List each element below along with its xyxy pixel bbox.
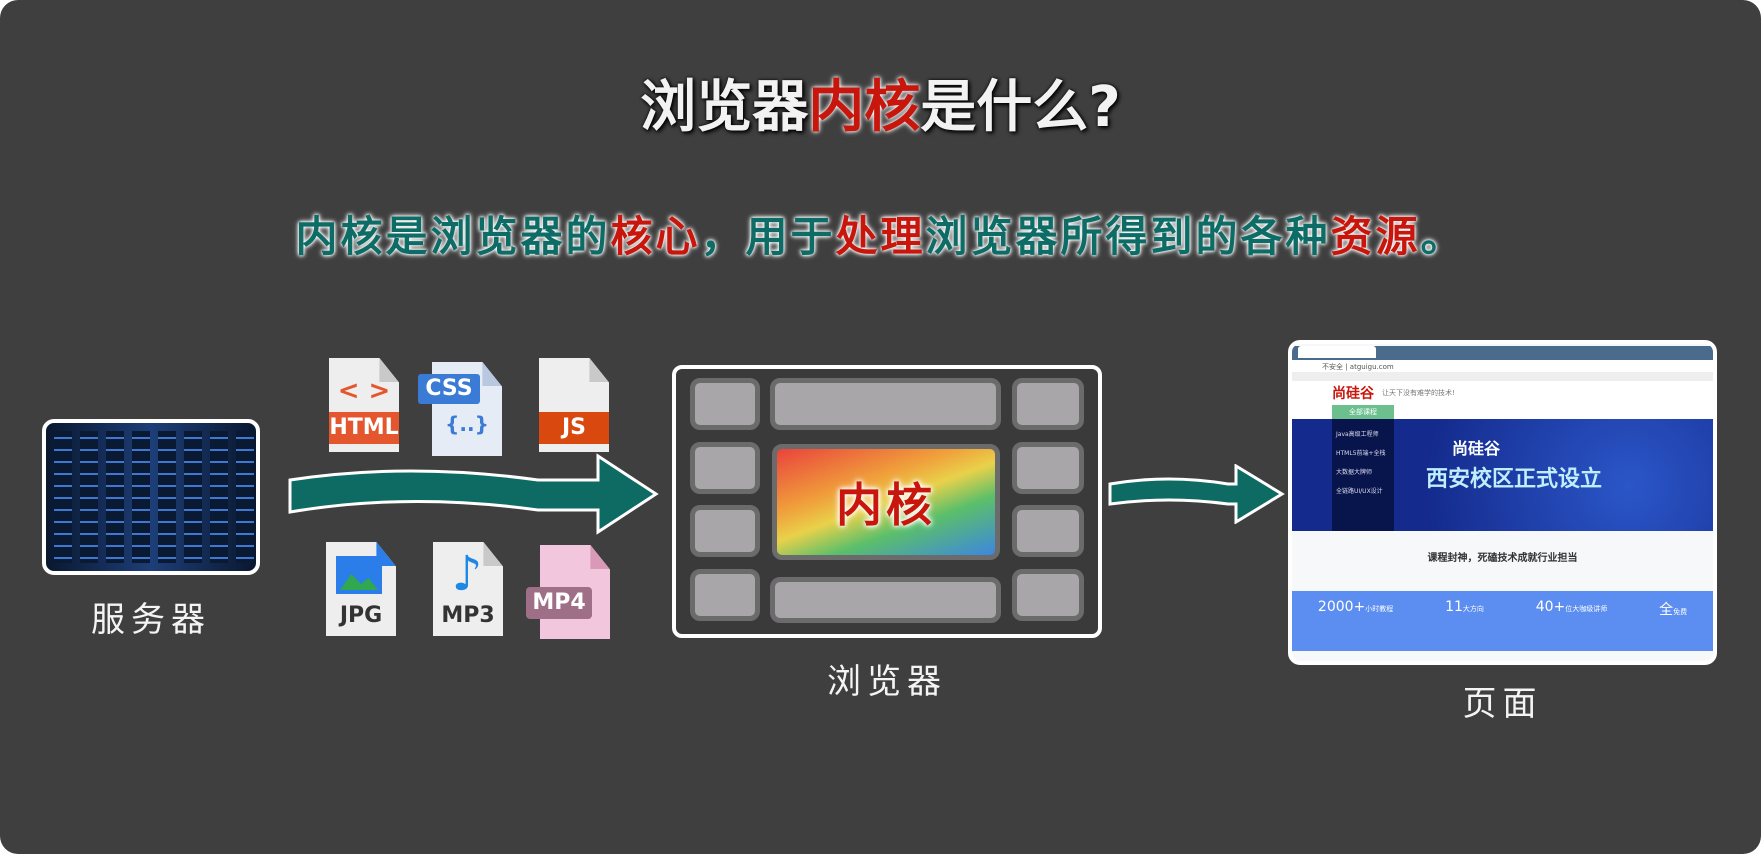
css-file-icon: {..} CSS	[418, 362, 502, 456]
mp4-tag: MP4	[526, 587, 592, 619]
css-glyph: {..}	[445, 412, 489, 436]
page-label: 页面	[1462, 684, 1543, 724]
subtitle-part: 浏览器所得到的各种	[925, 212, 1331, 261]
menu-item: HTML5前端+全栈	[1336, 450, 1386, 457]
subtitle-highlight: 核心	[610, 212, 701, 261]
webpage-screenshot: 不安全 | atguigu.com 尚硅谷 让天下没有难学的技术! 全部课程 J…	[1288, 340, 1717, 665]
mp4-file-icon: MP4	[526, 545, 610, 639]
site-slogan: 让天下没有难学的技术!	[1382, 389, 1455, 397]
js-file-icon: JS	[539, 358, 609, 452]
subtitle-highlight: 处理	[835, 212, 926, 261]
address-bar: 不安全 | atguigu.com	[1292, 360, 1713, 372]
html-file-icon: < > HTML	[329, 358, 399, 452]
mp3-tag: MP3	[441, 603, 495, 628]
stat: 全免费	[1659, 602, 1688, 618]
site-logo: 尚硅谷	[1332, 386, 1374, 402]
menu-item: 全链路UI/UX设计	[1336, 488, 1383, 495]
stat: 40+位大咖级讲师	[1535, 599, 1608, 615]
subtitle-part: 内核是浏览器的	[295, 212, 611, 261]
html-tag: HTML	[329, 412, 399, 444]
browser-diagram: 内核	[672, 365, 1102, 638]
all-courses-tab: 全部课程	[1332, 405, 1394, 419]
page-title: 浏览器内核是什么?	[0, 62, 1761, 143]
menu-item: Java高级工程师	[1336, 431, 1379, 438]
server-label: 服务器	[91, 600, 211, 640]
browser-label: 浏览器	[827, 662, 947, 702]
server-image	[42, 419, 260, 575]
jpg-tag: JPG	[339, 603, 383, 628]
subtitle: 内核是浏览器的核心，用于处理浏览器所得到的各种资源。	[0, 203, 1761, 264]
stat: 2000+小时教程	[1317, 599, 1394, 615]
title-highlight: 内核	[808, 75, 921, 140]
arrow-to-page	[1108, 464, 1285, 524]
code-glyph: < >	[337, 376, 391, 406]
section-title: 课程封神，死磕技术成就行业担当	[1427, 553, 1578, 564]
subtitle-part: ，用于	[700, 212, 836, 261]
js-tag: JS	[539, 412, 609, 444]
kernel-block: 内核	[772, 444, 1000, 560]
stat: 11大方向	[1445, 599, 1484, 615]
banner-brand: 尚硅谷	[1452, 439, 1501, 458]
music-note-icon: ♪	[451, 546, 483, 602]
arrow-to-browser	[288, 453, 659, 535]
title-part: 是什么?	[920, 75, 1121, 140]
css-tag: CSS	[418, 374, 480, 404]
menu-item: 大数据大牌师	[1336, 469, 1373, 476]
mp3-file-icon: ♪ MP3	[433, 542, 503, 636]
jpg-file-icon: JPG	[326, 542, 396, 636]
subtitle-highlight: 资源	[1330, 212, 1421, 261]
subtitle-part: 。	[1420, 212, 1466, 261]
banner-title: 西安校区正式设立	[1426, 467, 1603, 492]
title-part: 浏览器	[640, 75, 809, 140]
